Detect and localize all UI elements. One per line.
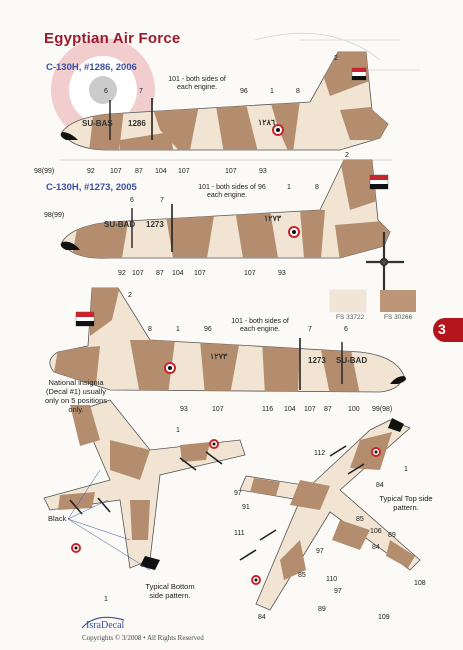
callout: 107 — [244, 270, 256, 277]
profile-2-serial: 1273 — [146, 220, 164, 229]
brand-name: IsraDecal — [86, 620, 125, 631]
copyright: Copyrights © 3/2008 • All Rights Reserve… — [82, 634, 204, 642]
callout: 116 — [262, 406, 274, 413]
profile-2-subtitle: C-130H, #1273, 2005 — [46, 182, 137, 193]
callout: 84 — [372, 544, 380, 551]
profile-3-arabic-serial: ١٢٧٣ — [210, 352, 228, 361]
callout: 92 — [87, 168, 95, 175]
callout: 87 — [135, 168, 143, 175]
callout: 1 — [104, 596, 108, 603]
profile-1-serial: 1286 — [128, 119, 146, 128]
callout: 97 — [316, 548, 324, 555]
callout: 1 — [404, 466, 408, 473]
callout: 106 — [370, 528, 382, 535]
callout: 7 — [139, 88, 143, 95]
callout: 104 — [155, 168, 167, 175]
profile-1-engine-note: 101 - both sides of each engine. — [168, 76, 226, 91]
callout: 108 — [414, 580, 426, 587]
callout: 1 — [287, 184, 291, 191]
profile-1-subtitle: C-130H, #1286, 2006 — [46, 62, 137, 73]
callout: 96 — [240, 88, 248, 95]
callout: 87 — [324, 406, 332, 413]
page-number: 3 — [438, 321, 446, 337]
callout: 1 — [176, 427, 180, 434]
callout: 98(99) — [44, 212, 65, 219]
callout: 93 — [278, 270, 286, 277]
callout: 84 — [258, 614, 266, 621]
callout: 8 — [315, 184, 319, 191]
callout: 107 — [110, 168, 122, 175]
callout: 1 — [176, 326, 180, 333]
callout: 97 — [334, 588, 342, 595]
callout: 2 — [334, 55, 338, 62]
callout: 93 — [180, 406, 188, 413]
callout: 104 — [284, 406, 296, 413]
callout: 107 — [178, 168, 190, 175]
page-title: Egyptian Air Force — [44, 30, 181, 47]
profile-2-registration: SU-BAD — [104, 220, 136, 229]
callout: 7 — [160, 197, 164, 204]
callout: 89 — [388, 532, 396, 539]
callout: 2 — [345, 152, 349, 159]
bottom-view-aircraft — [43, 399, 246, 571]
page-number-tab: 3 — [433, 318, 463, 342]
callout: 84 — [376, 482, 384, 489]
callout: 1 — [270, 88, 274, 95]
callout: 100 — [348, 406, 360, 413]
top-pattern-label: Typical Top side pattern. — [379, 494, 433, 512]
callout: 8 — [148, 326, 152, 333]
callout: 96 — [204, 326, 212, 333]
callout: 111 — [234, 530, 245, 537]
background-roundel — [51, 38, 155, 142]
swatch-label-light: FS 33722 — [336, 314, 365, 321]
callout: 97 — [234, 490, 242, 497]
profile-2-engine-note: 101 - both sides of each engine. — [198, 184, 256, 199]
callout: 91 — [242, 504, 250, 511]
callout: 89 — [318, 606, 326, 613]
callout: 8 — [296, 88, 300, 95]
profile-3-registration: SU-BAD — [336, 356, 368, 365]
callout: 107 — [304, 406, 316, 413]
callout: 6 — [104, 88, 108, 95]
callout: 110 — [326, 576, 338, 583]
callout: 6 — [344, 326, 348, 333]
callout: 107 — [132, 270, 144, 277]
callout: 104 — [172, 270, 184, 277]
callout: 85 — [356, 516, 364, 523]
callout: 107 — [225, 168, 237, 175]
callout: 98(99) — [34, 168, 55, 175]
black-label: Black — [48, 514, 67, 523]
aircraft-profile-2 — [60, 159, 391, 259]
profile-1-registration: SU-BAS — [82, 119, 113, 128]
bottom-pattern-label: Typical Bottom side pattern. — [145, 582, 195, 600]
insignia-note: National insignia (Decal #1) usually onl… — [44, 378, 108, 414]
callout: 92 — [118, 270, 126, 277]
top-view-aircraft — [239, 418, 421, 611]
callout: 6 — [130, 197, 134, 204]
callout: 99(98) — [372, 406, 393, 413]
profile-3-serial: 1273 — [308, 356, 326, 365]
callout: 96 — [258, 184, 266, 191]
callout: 109 — [378, 614, 390, 621]
callout: 87 — [156, 270, 164, 277]
profile-3-engine-note: 101 - both sides of each engine. — [231, 318, 289, 333]
callout: 112 — [314, 450, 326, 457]
callout: 2 — [128, 292, 132, 299]
isradecal-logo — [81, 616, 125, 629]
callout: 107 — [194, 270, 206, 277]
callout: 85 — [298, 572, 306, 579]
swatch-label-dark: FS 30266 — [384, 314, 413, 321]
propeller-detail — [366, 232, 404, 292]
callout: 7 — [308, 326, 312, 333]
profile-2-arabic-serial: ١٢٧٣ — [264, 214, 282, 223]
color-swatches — [329, 289, 416, 313]
callout: 93 — [259, 168, 267, 175]
callout: 107 — [212, 406, 224, 413]
profile-1-arabic-serial: ١٢٨٦ — [258, 118, 276, 127]
